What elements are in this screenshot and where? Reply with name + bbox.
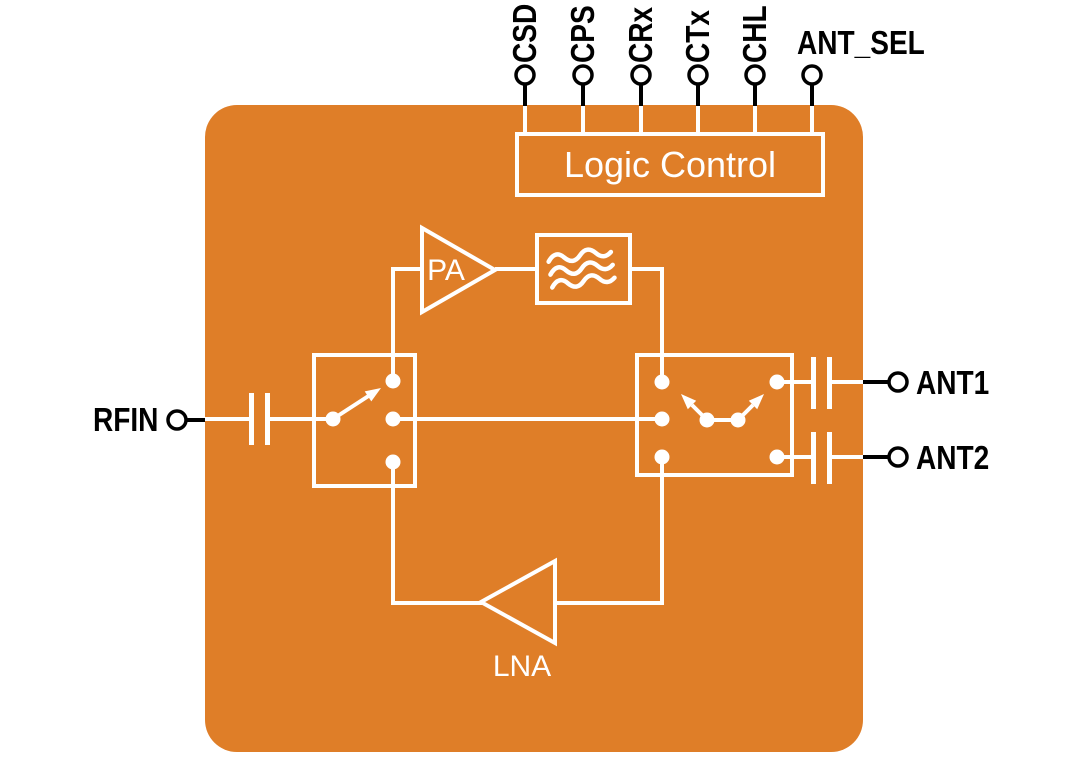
ant1-label: ANT1 bbox=[916, 364, 990, 401]
csd-terminal-icon bbox=[514, 64, 536, 86]
pin-label-ctx: CTx bbox=[679, 10, 716, 63]
pin-label-ant-sel: ANT_SEL bbox=[797, 24, 925, 61]
cps-pin-wire-outer bbox=[581, 85, 585, 106]
csd-pin-wire-inner bbox=[523, 106, 527, 134]
ctx-pin-wire-outer bbox=[696, 85, 700, 106]
chl-pin-wire-outer bbox=[753, 85, 757, 106]
cps-pin-wire-inner bbox=[581, 106, 585, 134]
logic-control-label: Logic Control bbox=[563, 143, 777, 185]
ant1-wire-outer bbox=[863, 380, 889, 384]
logic-control-box: Logic Control bbox=[515, 132, 825, 197]
wire-ant2-b bbox=[832, 455, 863, 459]
wire-pa-output bbox=[495, 267, 535, 271]
wire-ant2-a bbox=[777, 455, 811, 459]
rfin-wire-outer bbox=[186, 418, 205, 422]
wire-ant1-a bbox=[777, 380, 811, 384]
pa-amplifier-icon bbox=[420, 224, 500, 316]
wire-filter-output-h bbox=[630, 267, 664, 271]
rfin-label: RFIN bbox=[93, 401, 159, 438]
ant1-terminal-icon bbox=[887, 371, 909, 393]
ant2-wire-outer bbox=[863, 455, 889, 459]
pin-label-crx: CRx bbox=[622, 6, 659, 63]
ant-sel-pin-wire-outer bbox=[810, 85, 814, 106]
wire-cap-to-switch bbox=[270, 417, 335, 421]
csd-pin-wire-outer bbox=[523, 85, 527, 106]
wire-switch-to-switch bbox=[391, 417, 664, 421]
wire-lna-output-h bbox=[391, 601, 482, 605]
ant2-capacitor-icon bbox=[827, 432, 832, 484]
chl-terminal-icon bbox=[744, 64, 766, 86]
chl-pin-wire-inner bbox=[753, 106, 757, 134]
ctx-pin-wire-inner bbox=[696, 106, 700, 134]
ant1-capacitor-icon bbox=[811, 357, 816, 409]
wire-pa-input-h bbox=[391, 267, 422, 271]
wire-lna-output-v bbox=[391, 461, 395, 605]
ctx-terminal-icon bbox=[687, 64, 709, 86]
crx-pin-wire-inner bbox=[639, 106, 643, 134]
cps-terminal-icon bbox=[572, 64, 594, 86]
pa-label: PA bbox=[427, 254, 465, 287]
ant-sel-pin-wire-inner bbox=[810, 106, 814, 134]
wire-ant1-b bbox=[832, 380, 863, 384]
ant2-capacitor-icon bbox=[811, 432, 816, 484]
crx-terminal-icon bbox=[630, 64, 652, 86]
lna-label: LNA bbox=[492, 650, 552, 683]
pin-label-cps: CPS bbox=[564, 5, 601, 63]
sp3t-switch-icon bbox=[325, 373, 401, 470]
ant2-terminal-icon bbox=[887, 446, 909, 468]
wire-lna-input-v bbox=[660, 456, 664, 605]
bandpass-filter-box bbox=[535, 233, 632, 305]
ant1-capacitor-icon bbox=[827, 357, 832, 409]
crx-pin-wire-outer bbox=[639, 85, 643, 106]
rfin-wire-inner bbox=[205, 417, 249, 421]
lna-amplifier-icon bbox=[476, 557, 557, 647]
pin-label-chl: CHL bbox=[736, 5, 773, 63]
wire-pa-input-v bbox=[391, 267, 395, 383]
rfin-capacitor-icon bbox=[249, 393, 254, 445]
filter-waves-icon bbox=[546, 247, 617, 290]
wire-filter-output-v bbox=[660, 267, 664, 384]
rfin-capacitor-icon bbox=[265, 393, 270, 445]
ant-sel-terminal-icon bbox=[801, 64, 823, 86]
dpdt-switch-box bbox=[635, 353, 794, 477]
ant2-label: ANT2 bbox=[916, 439, 990, 476]
wire-lna-input-h bbox=[553, 601, 664, 605]
dpdt-switch-icon bbox=[654, 374, 785, 465]
pin-label-csd: CSD bbox=[506, 3, 543, 63]
